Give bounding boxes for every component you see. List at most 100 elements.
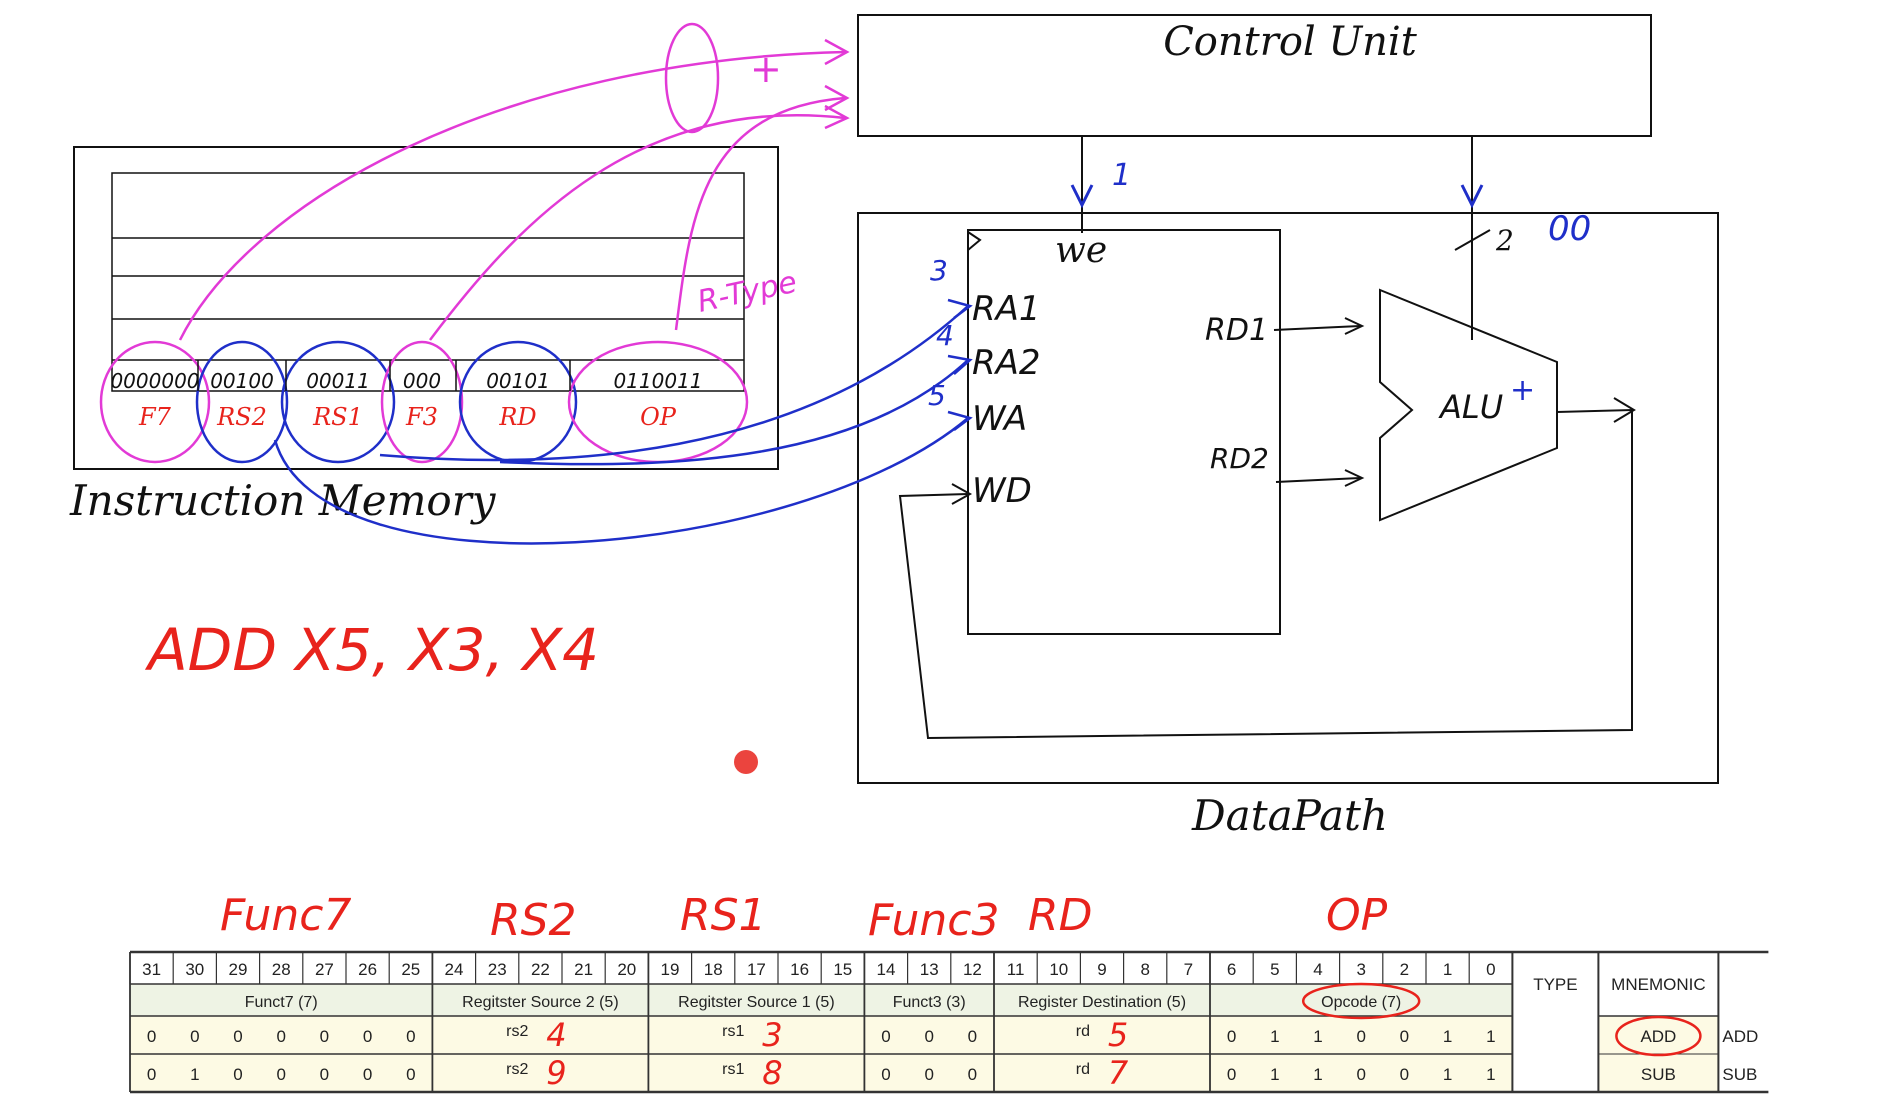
funct7-bit: 0 — [233, 1065, 242, 1084]
writeback-loop — [898, 397, 1636, 740]
funct3-bit: 0 — [968, 1027, 977, 1046]
funct7-bit: 0 — [320, 1065, 329, 1084]
field-bits-rd: 00101 — [486, 369, 550, 393]
funct3-bit: 0 — [924, 1027, 933, 1046]
field-bits-op: 0110011 — [613, 369, 702, 393]
opcode-bit: 1 — [1486, 1065, 1495, 1084]
field-bits-rs1: 00011 — [306, 369, 370, 393]
funct7-bit: 0 — [147, 1027, 156, 1046]
we-label: we — [1055, 230, 1107, 271]
field-ellipse-rs1 — [280, 340, 396, 464]
bit-index: 31 — [142, 960, 161, 979]
opcode-bit: 1 — [1443, 1065, 1452, 1084]
alu-inputs — [1273, 317, 1365, 487]
field-label-f3: F3 — [405, 403, 438, 431]
alu-ctrl-bits: 2 — [1495, 224, 1514, 257]
field-label-rd: RD — [498, 403, 536, 431]
rd-value: 7 — [1108, 1054, 1129, 1092]
rs1-value: 8 — [762, 1054, 782, 1092]
rtype-label: R-Type — [694, 265, 800, 320]
bit-index: 1 — [1443, 960, 1452, 979]
field-ellipse-f3 — [380, 340, 464, 464]
funct3-bit: 0 — [924, 1065, 933, 1084]
bit-index: 2 — [1400, 960, 1409, 979]
bit-index: 16 — [790, 960, 809, 979]
funct7-bit: 0 — [363, 1065, 372, 1084]
opcode-bit: 1 — [1313, 1027, 1322, 1046]
rs2-cell: rs2 — [506, 1023, 528, 1040]
opcode-bit: 1 — [1270, 1027, 1279, 1046]
rd-value: 5 — [1108, 1016, 1128, 1054]
table-annotations: Func7 RS2 RS1 Func3 RD OP — [220, 890, 1388, 946]
rd2-port: RD2 — [1210, 442, 1269, 475]
bit-index: 6 — [1227, 960, 1236, 979]
opcode-bit: 0 — [1400, 1065, 1409, 1084]
group-header: Regitster Source 1 (5) — [678, 994, 835, 1011]
datapath: DataPath — [857, 212, 1719, 840]
alu-label: ALU — [1438, 388, 1503, 426]
bit-index: 13 — [920, 960, 939, 979]
funct3-bit: 0 — [881, 1027, 890, 1046]
funct7-bit: 0 — [233, 1027, 242, 1046]
instruction-memory-label: Instruction Memory — [69, 476, 497, 525]
funct7-bit: 0 — [276, 1027, 285, 1046]
blue-wires — [273, 298, 973, 545]
bit-index: 19 — [661, 960, 680, 979]
bit-index: 12 — [963, 960, 982, 979]
bit-index: 24 — [445, 960, 464, 979]
op-annotation: OP — [1326, 890, 1388, 941]
func3-annotation: Func3 — [868, 895, 999, 946]
rs2-annotation: RS2 — [490, 895, 577, 946]
bit-index: 28 — [272, 960, 291, 979]
wa-port: WA — [972, 399, 1027, 439]
opcode-circle — [1301, 982, 1421, 1020]
bit-index: 23 — [488, 960, 507, 979]
rd1-port: RD1 — [1205, 313, 1268, 348]
group-header: Register Destination (5) — [1018, 994, 1186, 1011]
alu-op: + — [1510, 373, 1535, 408]
mnemonic-extra: ADD — [1722, 1027, 1758, 1046]
group-header: Funct3 (3) — [893, 994, 966, 1011]
type-header: TYPE — [1533, 975, 1577, 994]
bit-index: 21 — [574, 960, 593, 979]
bit-index: 9 — [1097, 960, 1106, 979]
funct3-bit: 0 — [881, 1065, 890, 1084]
bit-index: 20 — [617, 960, 636, 979]
datapath-label: DataPath — [1191, 791, 1388, 840]
funct7-bit: 0 — [363, 1027, 372, 1046]
rd-cell: rd — [1076, 1061, 1090, 1078]
group-header: Funct7 (7) — [245, 994, 318, 1011]
magenta-annotations: + R-Type — [178, 22, 850, 341]
field-label-op: OP — [640, 403, 677, 431]
funct7-bit: 0 — [276, 1065, 285, 1084]
wd-port: WD — [972, 471, 1032, 511]
control-unit-label: Control Unit — [1163, 19, 1418, 65]
bit-index: 8 — [1140, 960, 1149, 979]
opcode-bit: 0 — [1356, 1027, 1365, 1046]
funct7-bit: 1 — [190, 1065, 199, 1084]
bit-index: 18 — [704, 960, 723, 979]
op-mark: + — [750, 47, 782, 91]
group-header: Opcode (7) — [1321, 994, 1401, 1011]
bit-index: 0 — [1486, 960, 1495, 979]
funct7-bit: 0 — [406, 1027, 415, 1046]
pointer-dot — [734, 750, 758, 774]
func7-annotation: Func7 — [220, 890, 351, 941]
ra1-port: RA1 — [972, 289, 1041, 329]
opcode-bit: 1 — [1443, 1027, 1452, 1046]
rs2-value: 9 — [546, 1054, 566, 1092]
field-label-f7: F7 — [138, 403, 172, 431]
opcode-bit: 0 — [1227, 1027, 1236, 1046]
bit-index: 4 — [1313, 960, 1322, 979]
funct3-bit: 0 — [968, 1065, 977, 1084]
mnemonic-cell: SUB — [1641, 1065, 1676, 1084]
bit-index: 14 — [877, 960, 896, 979]
group-header: Regitster Source 2 (5) — [462, 994, 619, 1011]
mnemonic-header: MNEMONIC — [1611, 975, 1705, 994]
rs1-cell: rs1 — [722, 1023, 744, 1040]
field-bits-rs2: 00100 — [210, 369, 274, 393]
funct7-bit: 0 — [406, 1065, 415, 1084]
rd-cell: rd — [1076, 1023, 1090, 1040]
field-ellipse-rs2 — [195, 340, 289, 464]
